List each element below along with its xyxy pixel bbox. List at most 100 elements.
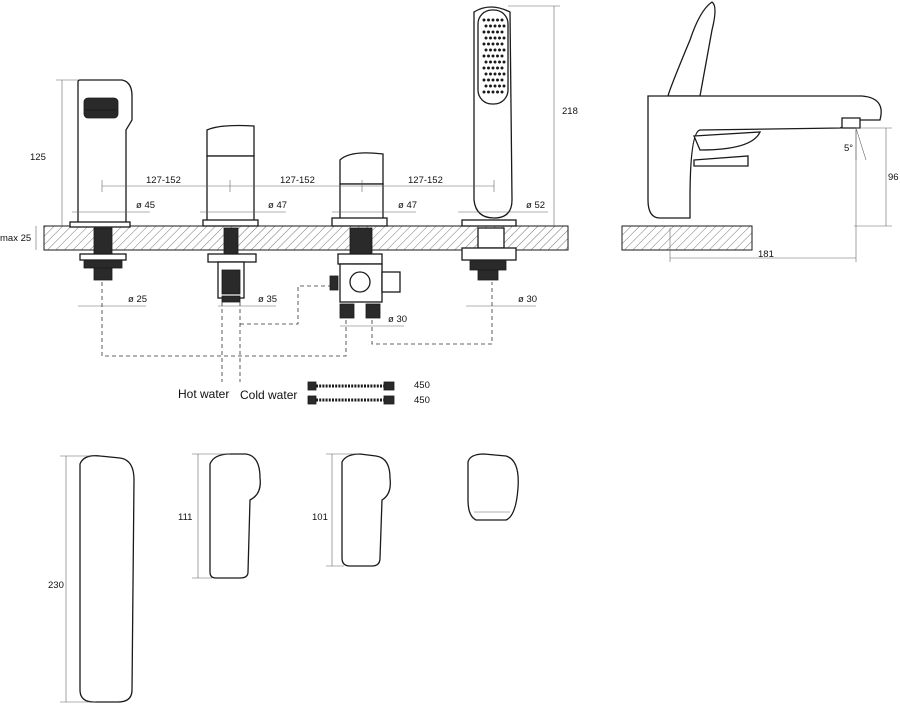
nozzle-dot [487, 90, 490, 94]
nozzle-dot [498, 60, 501, 64]
dim-height-101: 101 [312, 512, 328, 523]
nozzle-dot [484, 60, 488, 64]
hot-valve-front-view [202, 124, 259, 227]
dim-hose-1: 450 [414, 380, 430, 391]
dimension-lines [35, 5, 892, 327]
nozzle-dot [482, 54, 486, 58]
dim-dia-35: ø 35 [258, 294, 277, 305]
nozzle-dot [496, 78, 499, 82]
diverter-top-profile [467, 453, 519, 521]
pipe-connections [101, 282, 493, 382]
dim-spacing-3: 127-152 [408, 175, 443, 186]
nozzle-dot [498, 72, 501, 76]
nozzle-dot [502, 36, 506, 40]
nozzle-dot [493, 84, 497, 88]
cold-valve-front-view [331, 152, 388, 227]
nozzle-dot [493, 36, 497, 40]
nozzle-dot [487, 42, 490, 46]
dim-spacing-1: 127-152 [146, 175, 181, 186]
nozzle-dot [491, 90, 495, 94]
spout-profile [60, 455, 135, 703]
nozzle-dot [482, 66, 486, 70]
nozzle-dot [482, 78, 486, 82]
dim-height-111: 111 [178, 512, 192, 523]
nozzle-dot [484, 36, 488, 40]
nozzle-dot [502, 84, 506, 88]
dim-dia-52: ø 52 [526, 200, 545, 211]
dim-height-230: 230 [48, 580, 64, 591]
nozzle-dot [498, 48, 501, 52]
flex-hoses [307, 381, 395, 405]
nozzle-dot [487, 78, 490, 82]
nozzle-dot [496, 90, 499, 94]
nozzle-dot [489, 84, 492, 88]
nozzle-dot [484, 48, 488, 52]
dim-angle: 5° [844, 143, 853, 154]
nozzle-dot [500, 54, 504, 58]
nozzle-dot [496, 30, 499, 34]
nozzle-dot [491, 30, 495, 34]
nozzle-dot [482, 90, 486, 94]
nozzle-dot [502, 24, 506, 28]
nozzle-dot [493, 24, 497, 28]
dim-height-218: 218 [562, 106, 578, 117]
deck-surface-side [621, 225, 753, 251]
dim-length-181: 181 [758, 249, 774, 260]
nozzle-dot [482, 30, 486, 34]
nozzle-dot [500, 30, 504, 34]
diverter-body [329, 227, 401, 319]
nozzle-dot [502, 48, 506, 52]
dim-dia-47a: ø 47 [268, 200, 287, 211]
spout-front-view [69, 79, 133, 228]
dim-dia-47b: ø 47 [398, 200, 417, 211]
nozzle-dot [500, 90, 504, 94]
hot-valve-profile [192, 453, 261, 579]
nozzle-dot [502, 60, 506, 64]
dim-dia-25: ø 25 [128, 294, 147, 305]
nozzle-dot [500, 42, 504, 46]
nozzle-dot [493, 48, 497, 52]
nozzle-dot [484, 72, 488, 76]
nozzle-dot [489, 60, 492, 64]
spout-side-view [647, 1, 882, 219]
nozzle-dot [500, 18, 504, 22]
nozzle-dot [491, 42, 495, 46]
nozzle-dot [500, 66, 504, 70]
nozzle-dot [498, 84, 501, 88]
nozzle-dot [482, 42, 486, 46]
nozzle-dot [491, 54, 495, 58]
nozzle-dot [493, 72, 497, 76]
nozzle-dot [487, 18, 490, 22]
nozzle-dot [487, 66, 490, 70]
shower-nozzles [482, 18, 506, 94]
nozzle-dot [491, 78, 495, 82]
nozzle-dot [491, 18, 495, 22]
nozzle-dot [484, 84, 488, 88]
hot-valve-connector [207, 227, 257, 303]
dim-hose-2: 450 [414, 395, 430, 406]
nozzle-dot [484, 24, 488, 28]
hand-shower-connector [461, 227, 517, 281]
dim-dia-45: ø 45 [136, 200, 155, 211]
nozzle-dot [487, 54, 490, 58]
nozzle-dot [482, 18, 486, 22]
cold-water-label: Cold water [240, 388, 297, 402]
cold-valve-profile [326, 453, 391, 567]
dim-spacing-2: 127-152 [280, 175, 315, 186]
hot-water-label: Hot water [178, 387, 229, 401]
dim-dia-30a: ø 30 [388, 314, 407, 325]
spout-connector [79, 227, 127, 281]
nozzle-dot [500, 78, 504, 82]
dim-height-96: 96 [888, 172, 899, 183]
nozzle-dot [487, 30, 490, 34]
nozzle-dot [496, 66, 499, 70]
nozzle-dot [489, 72, 492, 76]
nozzle-dot [498, 24, 501, 28]
nozzle-dot [489, 48, 492, 52]
dim-dia-30b: ø 30 [518, 294, 537, 305]
nozzle-dot [498, 36, 501, 40]
dim-height-125: 125 [30, 152, 46, 163]
nozzle-dot [491, 66, 495, 70]
nozzle-dot [489, 36, 492, 40]
